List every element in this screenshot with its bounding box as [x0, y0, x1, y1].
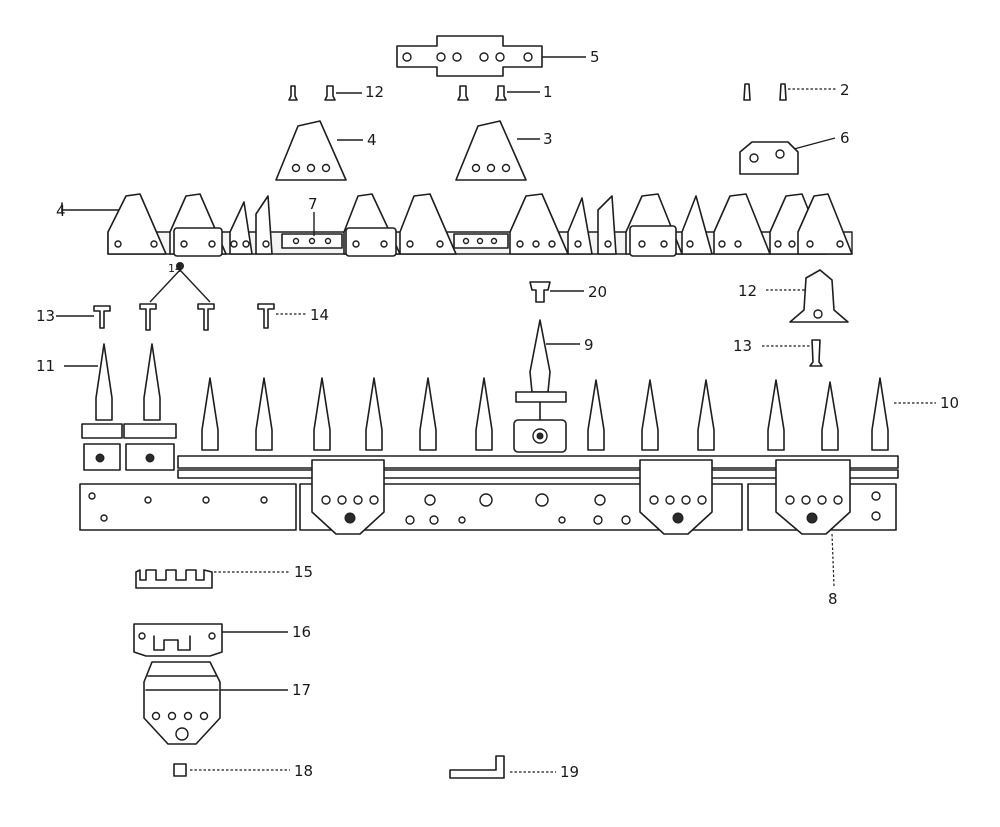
part-2-rivets	[743, 83, 836, 101]
callout-10: 10	[940, 394, 959, 412]
callout-9: 9	[584, 336, 594, 354]
part-13-screw	[762, 339, 823, 367]
part-16-knife-back-segment	[135, 569, 290, 589]
callout-1: 1	[543, 83, 553, 101]
callout-16: 15	[294, 563, 313, 581]
callout-13-group: 13	[733, 337, 752, 355]
callout-12-top: 12	[365, 83, 384, 101]
callout-17: 16	[292, 623, 311, 641]
finger-guards-row	[64, 343, 936, 479]
callout-4b: 4	[56, 202, 66, 220]
knife-bar-assembly	[61, 193, 853, 257]
part-14-bolts	[56, 303, 306, 331]
callout-20: 20	[588, 283, 607, 301]
part-6-knife-clip	[739, 137, 836, 175]
part-12-hold-down-clip	[766, 269, 849, 323]
callout-8: 8	[828, 590, 838, 608]
part-15-bolt-leaders	[149, 262, 211, 303]
part-19-square-nut	[173, 763, 290, 777]
callout-labels: 5 12 1 2 4 3 6 4 7 14 13 14 20 12 9 13 1…	[36, 48, 959, 781]
part-3-knife-section	[455, 120, 540, 181]
part-21-hex-key	[449, 755, 556, 779]
part-18-knife-head	[143, 661, 288, 745]
callout-21: 19	[560, 763, 579, 781]
callout-3: 3	[543, 130, 553, 148]
callout-11: 11	[36, 357, 55, 375]
part-17-wear-plate	[133, 623, 288, 657]
part-12-rivets-top	[288, 85, 362, 101]
callout-18: 17	[292, 681, 311, 699]
part-5-connecting-plate	[396, 35, 586, 77]
callout-13-visible: 13	[733, 337, 752, 355]
part-4-knife-section	[275, 120, 363, 181]
callout-7: 7	[308, 195, 318, 213]
callout-2: 2	[840, 81, 850, 99]
callout-19: 18	[294, 762, 313, 780]
part-9-knife-guard	[513, 319, 580, 453]
callout-6: 6	[840, 129, 850, 147]
callout-4: 4	[367, 131, 377, 149]
cutter-bar	[79, 459, 897, 587]
callout-5: 5	[590, 48, 600, 66]
part-1-rivets	[457, 85, 540, 101]
part-20-bolt	[529, 281, 584, 303]
callout-15: 14	[168, 262, 182, 275]
callout-14-left: 13	[36, 307, 55, 325]
callout-14-right: 14	[310, 306, 329, 324]
callout-12: 12	[738, 282, 757, 300]
